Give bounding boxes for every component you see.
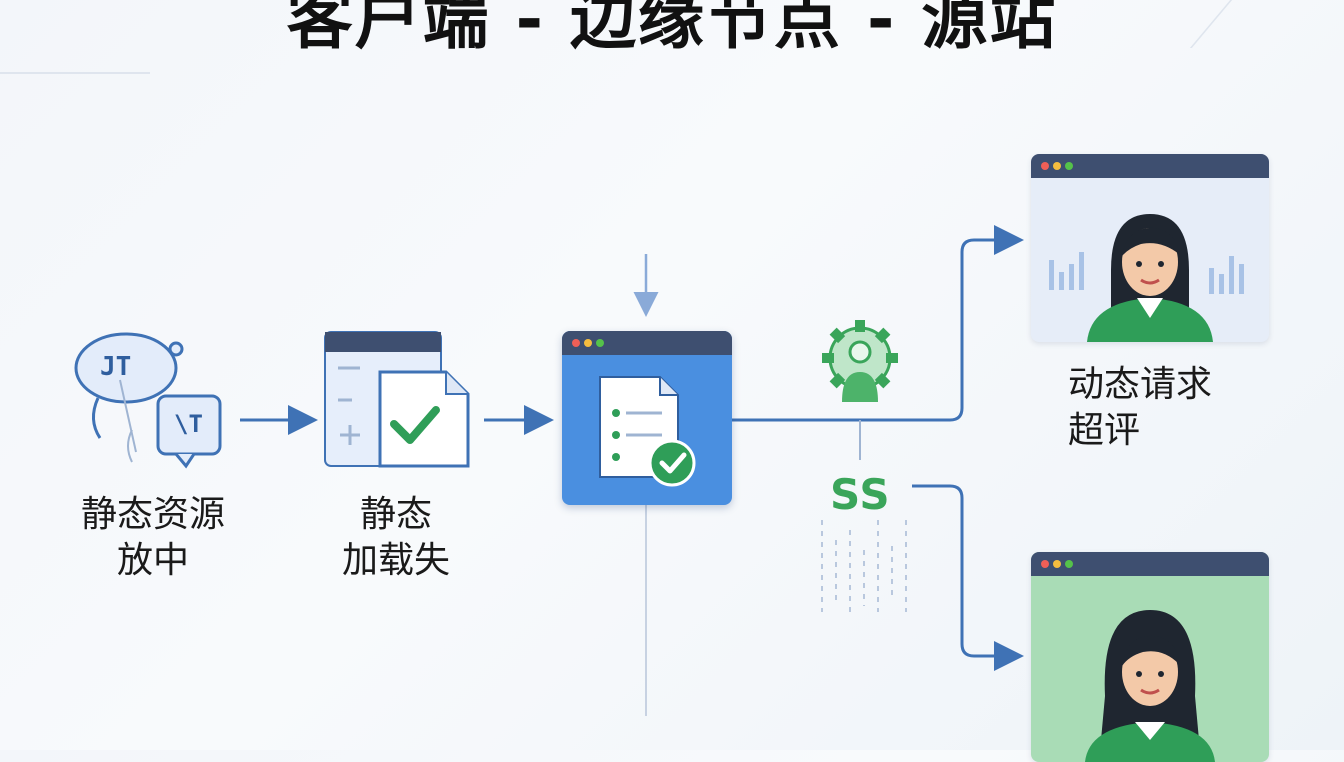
label-static-load: 静态 加载失 (341, 494, 450, 581)
label-static-source: 静态资源 放中 (80, 494, 225, 581)
dynamic-window-top (1031, 154, 1269, 342)
avatar-icon (1049, 214, 1244, 342)
bg-line-top (0, 72, 150, 74)
bubble-right-text: \T (174, 410, 203, 438)
ss-label: SS (830, 470, 891, 519)
edge-node-window (562, 331, 732, 505)
data-pattern (821, 520, 907, 612)
label-dynamic-request: 动态请求 超评 (1068, 364, 1213, 451)
gear-user-icon (822, 320, 898, 402)
document-check-icon (324, 331, 470, 468)
branch-connectors (732, 225, 1024, 671)
avatar-icon (1085, 610, 1215, 762)
page-title: 客户端 - 边缘节点 - 源站 (286, 0, 1058, 58)
bubble-left-text: JT (100, 352, 132, 382)
chat-bubble-icon (74, 332, 222, 469)
dynamic-window-bottom (1031, 552, 1269, 762)
document-check-icon (599, 376, 696, 487)
